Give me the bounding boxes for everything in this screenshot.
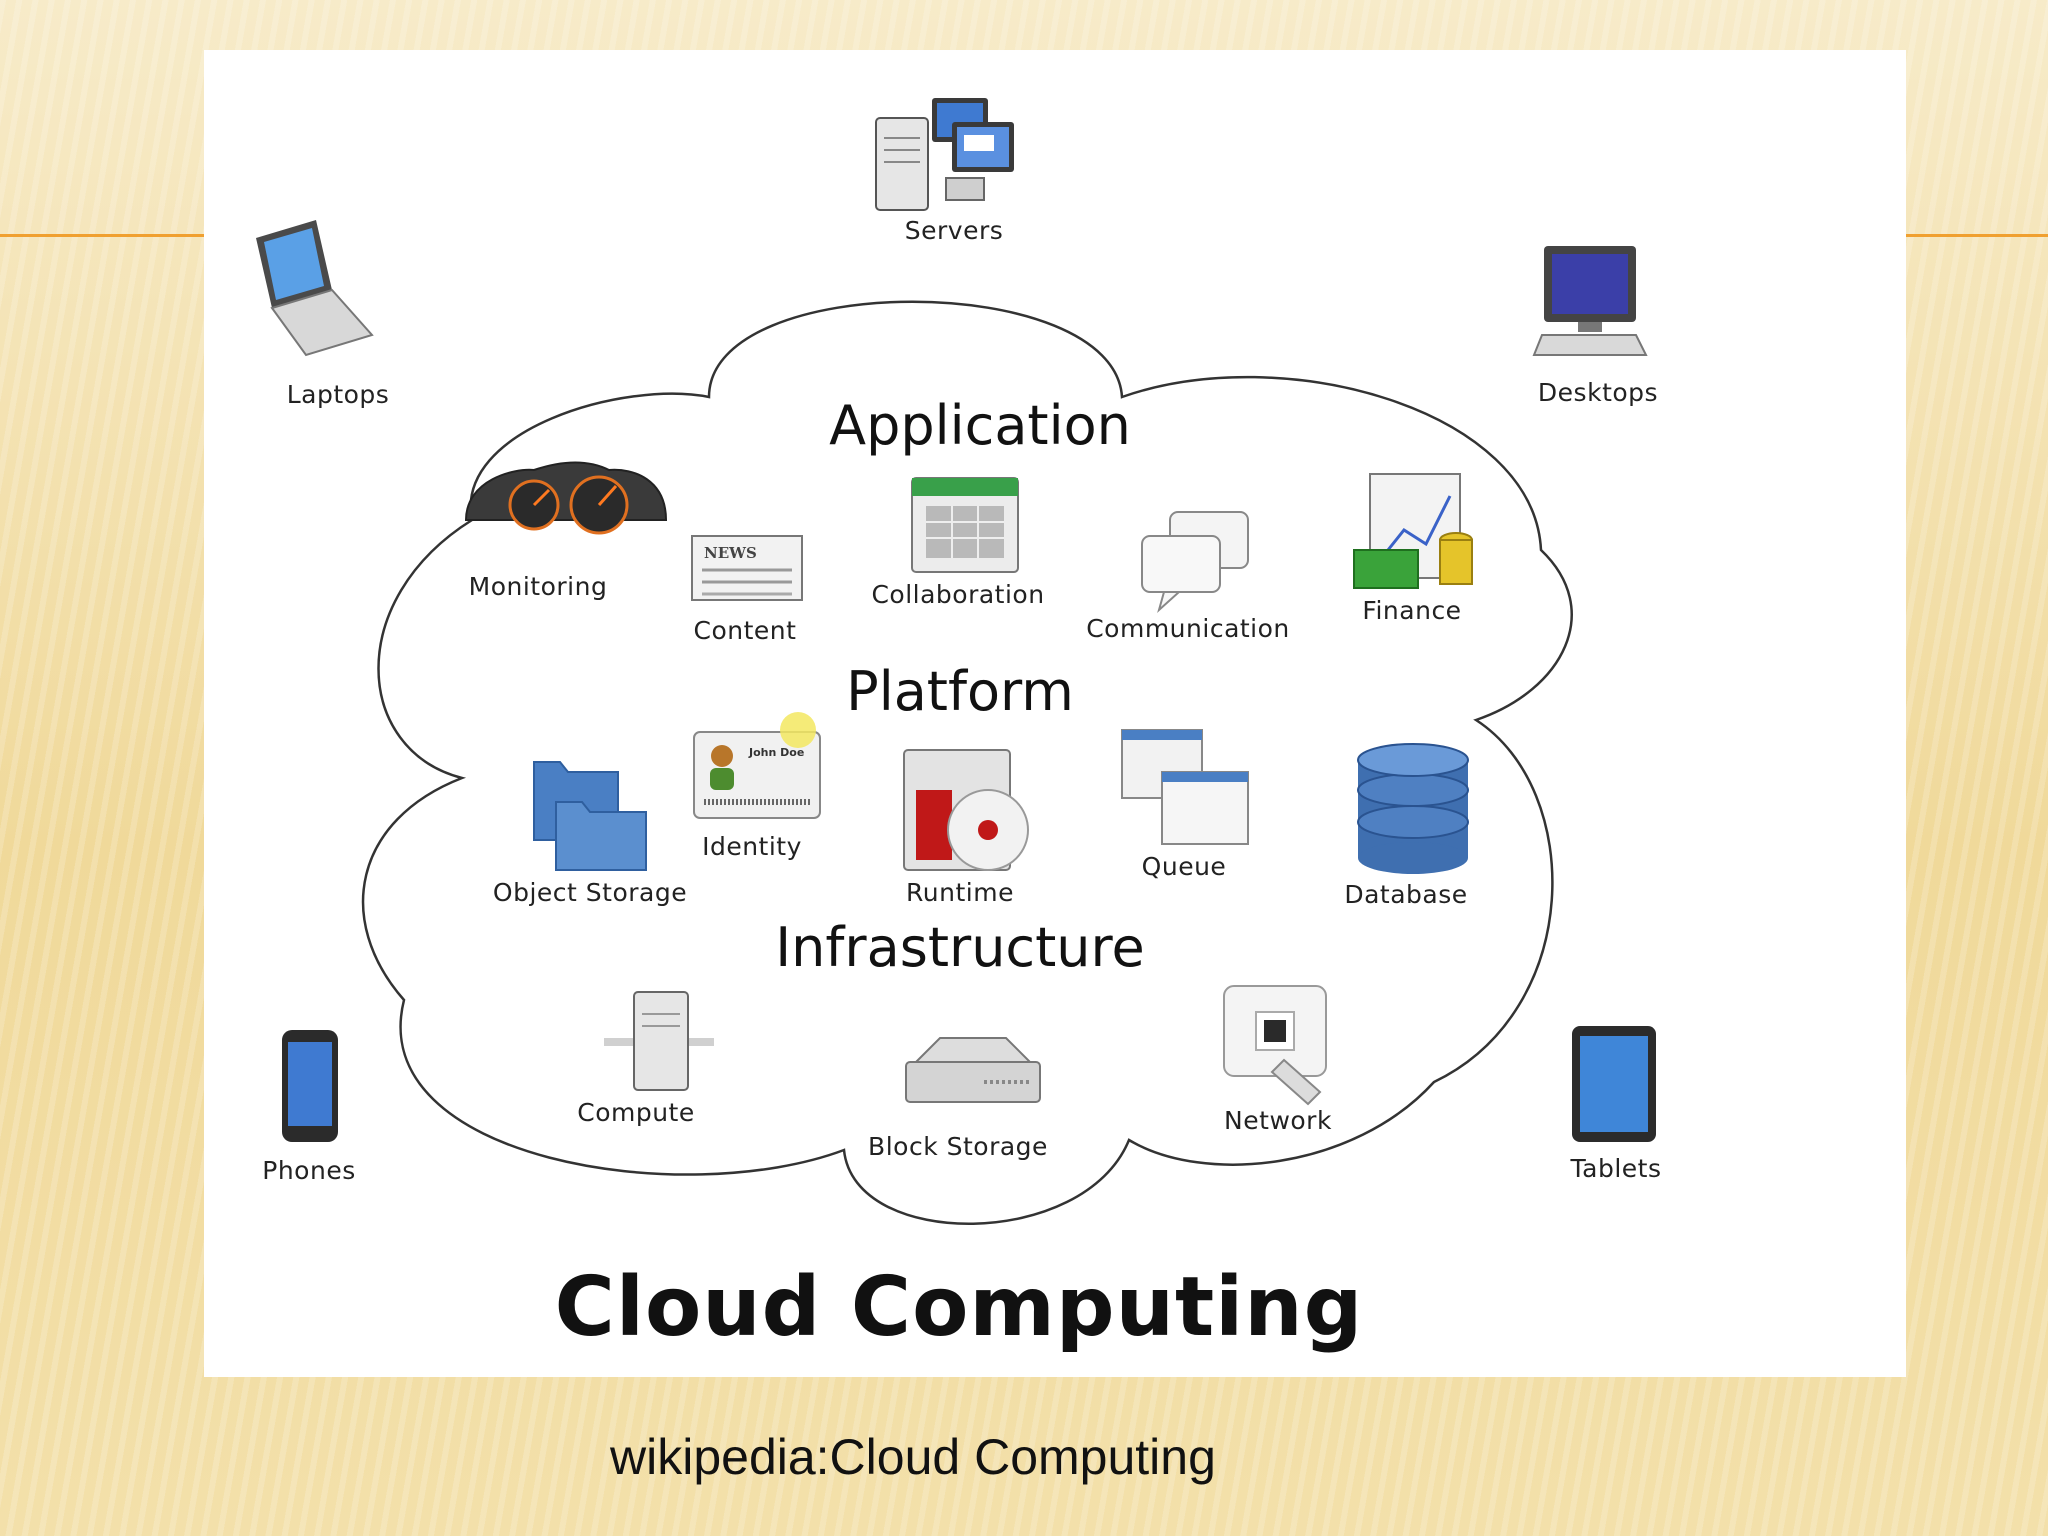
object-storage-icon [533,761,647,871]
cloud-computing-figure: NEWS [204,50,1906,1377]
database-label: Database [1344,880,1468,909]
monitoring-icon [464,461,668,535]
identity-label: Identity [702,832,802,861]
laptops-label: Laptops [286,380,390,409]
communication-icon [1141,511,1249,614]
compute-icon [604,991,714,1091]
compute-label: Compute [577,1098,695,1127]
platform-heading: Platform [846,660,1074,723]
finance-icon [1353,473,1473,589]
database-icon [1357,743,1469,874]
laptops-icon [256,220,374,357]
desktops-icon [1532,246,1648,356]
news-icon-text: NEWS [704,544,757,562]
diagram-title: Cloud Computing [554,1260,1364,1355]
block-storage-label: Block Storage [868,1132,1048,1161]
collaboration-label: Collaboration [871,580,1045,609]
content-label: Content [693,616,797,645]
queue-icon [1121,729,1249,845]
queue-label: Queue [1141,852,1227,881]
collaboration-icon [911,477,1019,573]
tablets-label: Tablets [1570,1154,1662,1183]
identity-icon: John Doe [693,712,821,819]
tablets-icon [1572,1026,1656,1142]
accent-line-left [0,234,205,237]
communication-label: Communication [1086,614,1290,643]
servers-icon [875,98,1014,211]
content-icon: NEWS [691,535,803,601]
infrastructure-heading: Infrastructure [775,916,1145,979]
block-storage-icon [905,1037,1041,1103]
phones-label: Phones [262,1156,356,1185]
runtime-icon [903,749,1029,871]
network-icon [1223,985,1327,1106]
phones-icon [282,1030,338,1142]
john-doe-icon-text: John Doe [748,746,804,759]
desktops-label: Desktops [1537,378,1659,407]
runtime-label: Runtime [906,878,1014,907]
source-caption: wikipedia:Cloud Computing [610,1429,1216,1485]
monitoring-label: Monitoring [468,572,608,601]
servers-label: Servers [904,216,1004,245]
accent-line-right [1905,234,2048,237]
application-heading: Application [829,394,1131,457]
finance-label: Finance [1362,596,1462,625]
network-label: Network [1224,1106,1332,1135]
object-storage-label: Object Storage [492,878,688,907]
diagram-graphics: NEWS [256,98,1656,1225]
